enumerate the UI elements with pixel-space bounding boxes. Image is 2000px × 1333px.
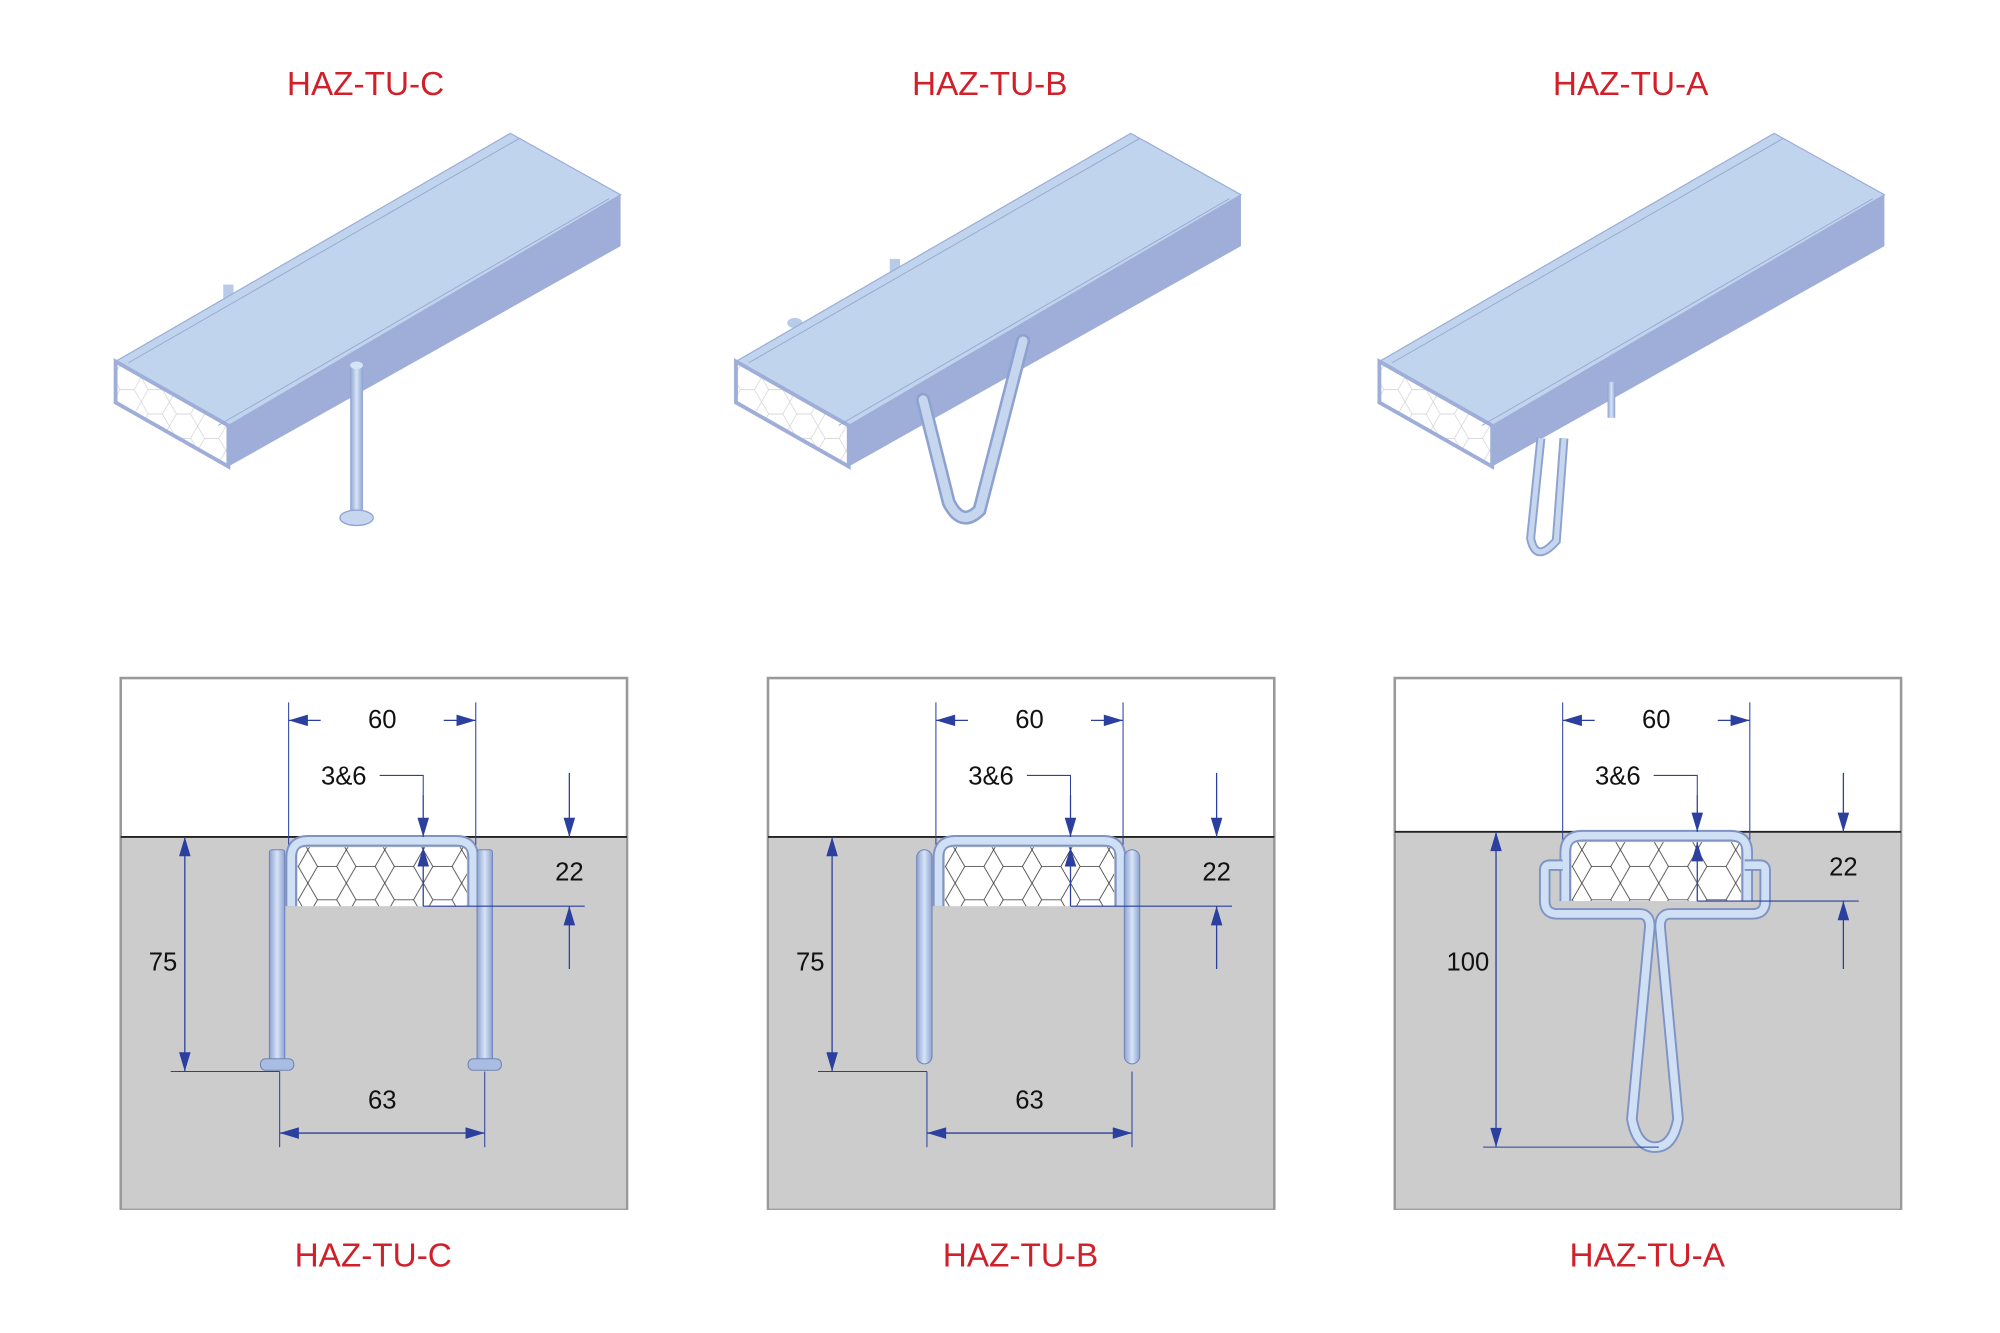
beam-edge-lines <box>1391 138 1874 426</box>
anchor-leg-left <box>916 849 933 1065</box>
width-label: 60 <box>368 706 397 734</box>
anchor-leg-right <box>476 849 493 1065</box>
honeycomb-foam <box>944 847 1115 907</box>
anchor-spacing-label: 63 <box>1015 1087 1044 1115</box>
anchor-head-right <box>467 1058 502 1071</box>
thickness-label: 3&6 <box>1595 762 1641 790</box>
section-panel-b: 75 63 603&6 22 <box>766 676 1276 1210</box>
beam-end-foam <box>1377 358 1495 470</box>
honeycomb-foam <box>297 847 467 907</box>
top-title-b: HAZ-TU-B <box>912 66 1067 103</box>
top-title-c: HAZ-TU-C <box>287 66 444 103</box>
anchor-length-label: 75 <box>796 948 825 976</box>
top-title-a: HAZ-TU-A <box>1553 66 1709 103</box>
v-anchor <box>918 336 1028 522</box>
beam-edge-lines <box>128 138 610 426</box>
depth-label: 22 <box>555 859 584 887</box>
beam-side-face <box>848 194 1241 467</box>
beam-side-face <box>1492 194 1885 467</box>
anchor-leg-right <box>1123 849 1141 1065</box>
anchor-pin-head <box>339 509 374 527</box>
beam-c-3d <box>113 132 622 527</box>
anchor-leg-left <box>268 849 286 1065</box>
anchor-head-left <box>259 1058 295 1071</box>
thickness-leader <box>1653 774 1698 795</box>
width-label: 60 <box>1015 706 1044 734</box>
steel-channel <box>1561 831 1752 902</box>
anchor-spacing-label: 63 <box>368 1087 397 1115</box>
anchor-stub <box>1607 381 1616 418</box>
depth-label: 22 <box>1202 859 1231 887</box>
beam-edge-lines <box>748 138 1230 426</box>
back-pin <box>889 258 901 277</box>
thickness-label: 3&6 <box>321 762 367 790</box>
thickness-leader <box>1026 774 1072 795</box>
section-panel-c: 75 63 603&6 22 <box>119 676 629 1210</box>
anchor-length-label: 75 <box>149 948 178 976</box>
bottom-title-a: HAZ-TU-A <box>1570 1237 1726 1274</box>
anchor-length-label: 100 <box>1446 948 1489 976</box>
width-label: 60 <box>1642 706 1671 734</box>
beam-side-face <box>228 194 621 467</box>
depth-label: 22 <box>1829 853 1858 881</box>
steel-channel <box>287 836 478 907</box>
honeycomb-foam <box>1571 842 1741 902</box>
back-pin <box>223 284 234 303</box>
beam-b-3d <box>734 132 1243 525</box>
beam-end-foam <box>734 358 851 470</box>
bottom-title-b: HAZ-TU-B <box>943 1237 1098 1274</box>
anchor-pin-top <box>350 361 363 370</box>
thickness-leader <box>379 774 424 795</box>
bottom-title-c: HAZ-TU-C <box>295 1237 452 1274</box>
beam-a-3d <box>1377 132 1886 557</box>
thickness-label: 3&6 <box>968 762 1014 790</box>
anchor-pin <box>350 365 363 517</box>
beam-end-foam <box>113 358 231 470</box>
section-panel-a: 100 603&6 22 <box>1393 676 1903 1210</box>
loop-anchor <box>1528 438 1567 555</box>
steel-channel <box>934 836 1125 907</box>
